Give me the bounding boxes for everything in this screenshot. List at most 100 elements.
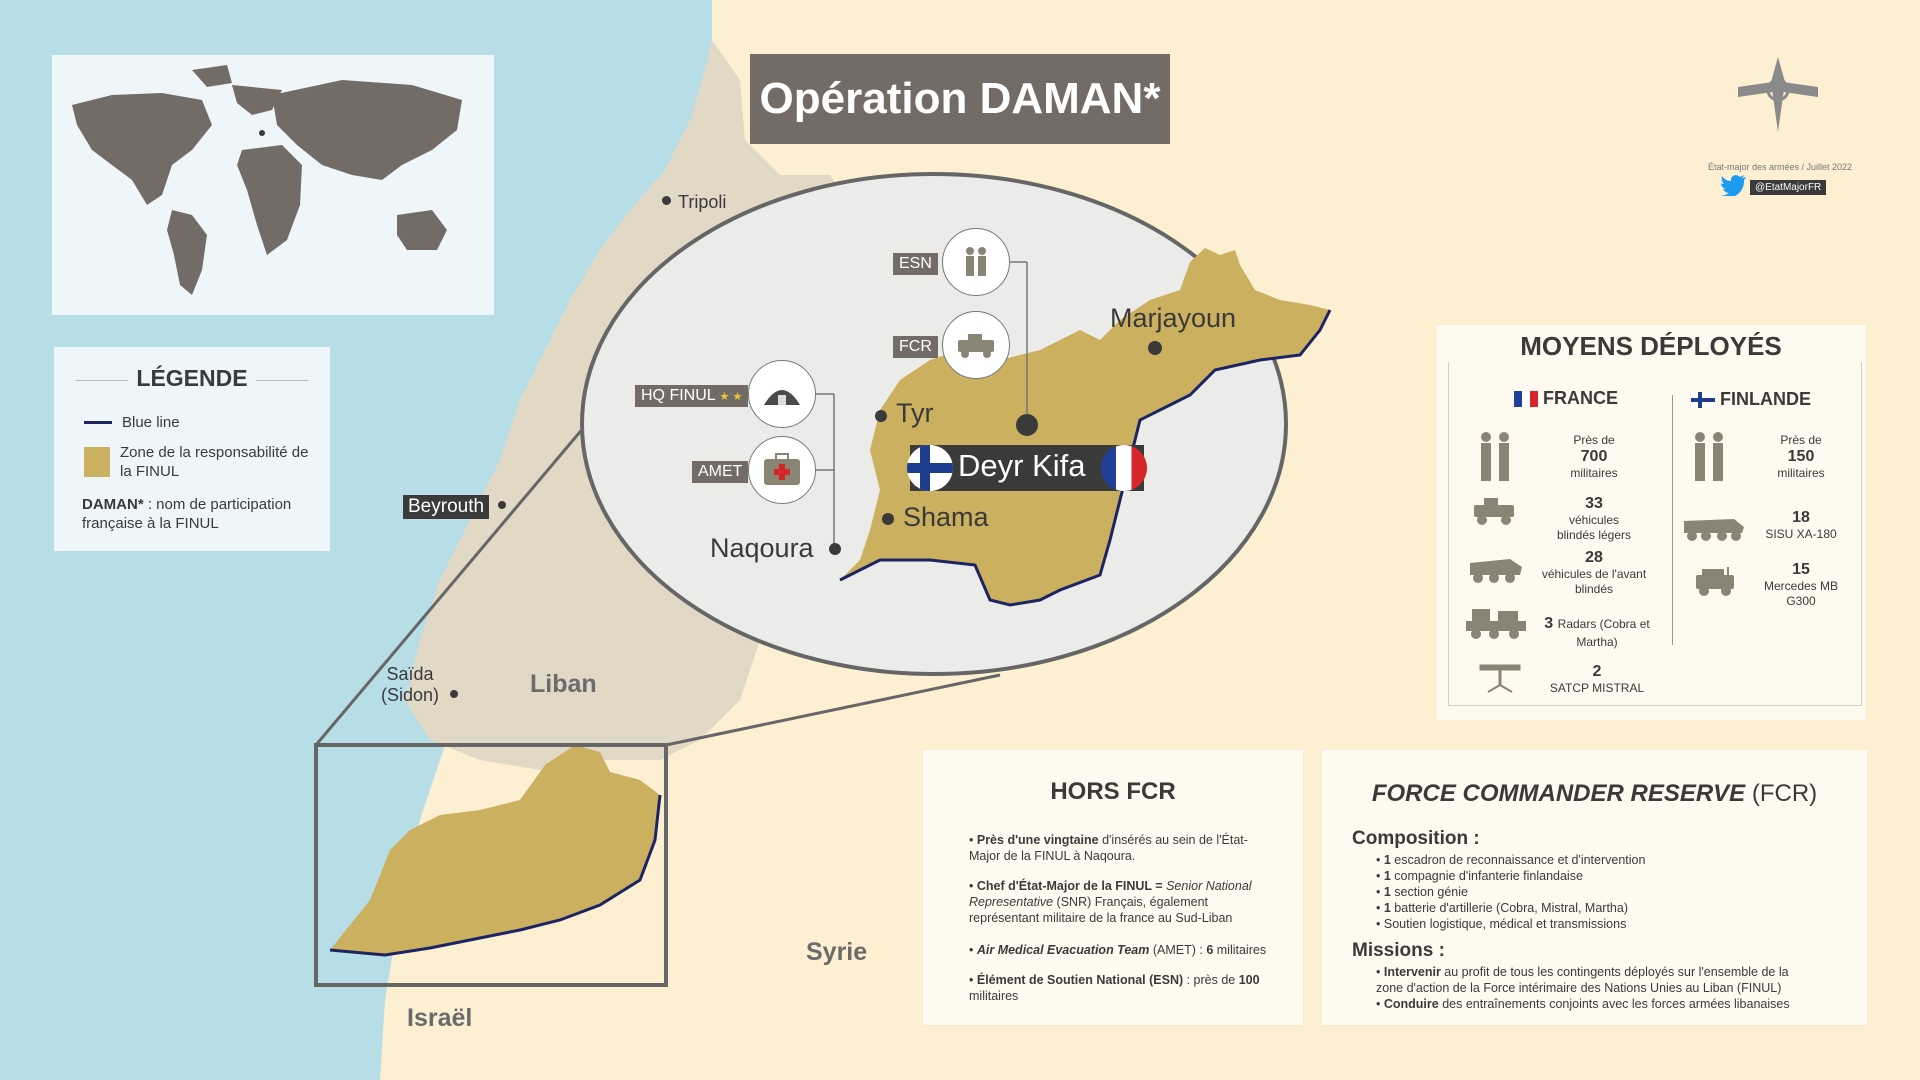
france-flag-small-icon xyxy=(1514,391,1538,408)
legend-title: LÉGENDE xyxy=(136,365,248,391)
fcr-panel: FORCE COMMANDER RESERVE (FCR) Compositio… xyxy=(1322,750,1867,1025)
armored-vehicle-icon xyxy=(1466,553,1524,590)
label-marjayoun: Marjayoun xyxy=(1110,303,1237,333)
fcr-title-italic: FORCE COMMANDER RESERVE xyxy=(1371,780,1746,807)
france-item-0-pre: Près de xyxy=(1573,433,1615,447)
legend-panel: LÉGENDE Blue line Zone de la responsabil… xyxy=(54,347,330,551)
label-liban: Liban xyxy=(530,670,597,698)
deyr-kifa-dot xyxy=(1016,414,1038,436)
hors-fcr-title: HORS FCR xyxy=(1050,778,1176,805)
france-item-3: 3 Radars (Cobra et Martha) xyxy=(1541,615,1653,651)
tag-esn: ESN xyxy=(893,253,938,275)
mercedes-vehicle-icon xyxy=(1692,565,1738,604)
france-item-0-num: 700 xyxy=(1580,448,1608,465)
hors-fcr-p2-italic: Senior National Representative xyxy=(969,879,1252,909)
hors-fcr-p4: • Élément de Soutien National (ESN) : pr… xyxy=(969,973,1260,1003)
zone-swatch xyxy=(84,447,110,477)
saida-dot xyxy=(450,690,458,698)
composition-item: • Soutien logistique, médical et transmi… xyxy=(1376,917,1627,931)
tyr-dot xyxy=(875,410,887,422)
naqoura-dot xyxy=(829,543,841,555)
finlande-item-2-num: 15 xyxy=(1792,561,1810,578)
hors-fcr-p2-bold: Chef d'État-Major de la FINUL = xyxy=(976,879,1167,893)
esn-icon xyxy=(942,228,1010,296)
finland-flag-small-icon xyxy=(1691,392,1715,409)
tag-amet: AMET xyxy=(692,461,749,483)
hors-fcr-p4-num: 100 xyxy=(1238,973,1260,987)
ema-emblem-icon xyxy=(1733,52,1823,147)
medical-kit-icon xyxy=(748,436,816,504)
blue-line-zoom xyxy=(839,309,1332,607)
mistral-launcher-icon xyxy=(1478,661,1522,698)
france-item-1-num: 33 xyxy=(1585,495,1603,512)
france-header: FRANCE xyxy=(1514,388,1618,409)
missions-title: Missions : xyxy=(1352,940,1445,961)
twitter-icon xyxy=(1721,174,1747,201)
legend-zone: Zone de la responsabilité de la FINUL xyxy=(120,444,309,480)
composition-item: • 1 section génie xyxy=(1376,885,1468,899)
france-item-3-txt: Radars (Cobra et Martha) xyxy=(1557,617,1650,649)
france-flag-icon xyxy=(1101,445,1147,491)
france-item-1-txt: véhicules blindés légers xyxy=(1556,513,1632,542)
finlande-item-2-txt: Mercedes MB G300 xyxy=(1763,579,1839,608)
mission-item: • Intervenir au profit de tous les conti… xyxy=(1376,965,1789,995)
fcr-title: FORCE COMMANDER RESERVE (FCR) xyxy=(1322,780,1867,808)
hors-fcr-p4-text: militaires xyxy=(969,989,1019,1003)
beyrouth-dot xyxy=(498,501,506,509)
finland-flag-icon xyxy=(907,445,953,491)
label-shama: Shama xyxy=(903,502,989,532)
legend-note-text: : nom de participation française à la FI… xyxy=(82,496,292,532)
label-israel: Israël xyxy=(407,1004,473,1032)
composition-item: • 1 escadron de reconnaissance et d'inte… xyxy=(1376,853,1646,867)
finlande-item-0-pre: Près de xyxy=(1780,433,1822,447)
blue-line-swatch xyxy=(84,421,112,424)
stars-icon: ★ ★ xyxy=(719,391,743,403)
finlande-label: FINLANDE xyxy=(1720,389,1812,409)
hors-fcr-p4-mid: : près de xyxy=(1183,973,1239,987)
hors-fcr-p3-num: 6 xyxy=(1206,943,1214,957)
label-tyr: Tyr xyxy=(896,398,934,428)
hors-fcr-p3: • Air Medical Evacuation Team (AMET) : 6… xyxy=(969,943,1267,957)
hors-fcr-p2-text: (SNR) Français, également représentant m… xyxy=(969,895,1233,925)
hors-fcr-p3-mid: (AMET) : xyxy=(1149,943,1207,957)
finlande-item-1-txt: SISU XA-180 xyxy=(1765,527,1837,541)
hors-fcr-p2: • Chef d'État-Major de la FINUL = Senior… xyxy=(969,879,1252,925)
france-item-0-txt: militaires xyxy=(1570,466,1618,480)
label-naqoura: Naqoura xyxy=(710,533,814,563)
light-armored-vehicle-icon xyxy=(1470,495,1518,532)
france-item-2-num: 28 xyxy=(1585,549,1603,566)
hq-finul-icon xyxy=(748,360,816,428)
finlande-item-0-txt: militaires xyxy=(1777,466,1825,480)
world-map-icon xyxy=(72,65,462,295)
label-tripoli: Tripoli xyxy=(678,192,727,212)
finul-zone-map xyxy=(330,745,660,955)
hors-fcr-p4-bold: Élément de Soutien National (ESN) xyxy=(976,973,1184,987)
tag-fcr: FCR xyxy=(893,336,938,358)
label-deyr-kifa: Deyr Kifa xyxy=(958,448,1086,483)
hors-fcr-p1-bold: Près d'une vingtaine xyxy=(976,833,1099,847)
finul-zone-zoom xyxy=(840,248,1330,605)
legend-note-bold: DAMAN* xyxy=(82,496,144,513)
composition-item: • 1 batterie d'artillerie (Cobra, Mistra… xyxy=(1376,901,1628,915)
tripoli-dot xyxy=(662,196,671,205)
composition-item: • 1 compagnie d'infanterie finlandaise xyxy=(1376,869,1583,883)
hors-fcr-p3-bold: Air Medical Evacuation Team xyxy=(976,943,1150,957)
label-saida: Saïda (Sidon) xyxy=(380,664,440,705)
credit-line: État-major des armées / Juillet 2022 xyxy=(1707,162,1853,172)
label-beyrouth: Beyrouth xyxy=(403,495,490,519)
fcr-vehicle-icon xyxy=(942,311,1010,379)
moyens-title: MOYENS DÉPLOYÉS xyxy=(1436,331,1866,362)
legend-note: DAMAN* : nom de participation française … xyxy=(82,495,312,533)
soldiers-icon xyxy=(1474,429,1518,488)
composition-title: Composition : xyxy=(1352,828,1480,849)
hors-fcr-p1-text: d'insérés au sein de l'État-Major de la … xyxy=(969,833,1248,863)
tag-hq-finul: HQ FINUL ★ ★ xyxy=(635,385,749,407)
shama-dot xyxy=(882,513,894,525)
composition-list: • 1 escadron de reconnaissance et d'inte… xyxy=(1376,852,1846,932)
france-item-3-num: 3 xyxy=(1544,615,1554,632)
